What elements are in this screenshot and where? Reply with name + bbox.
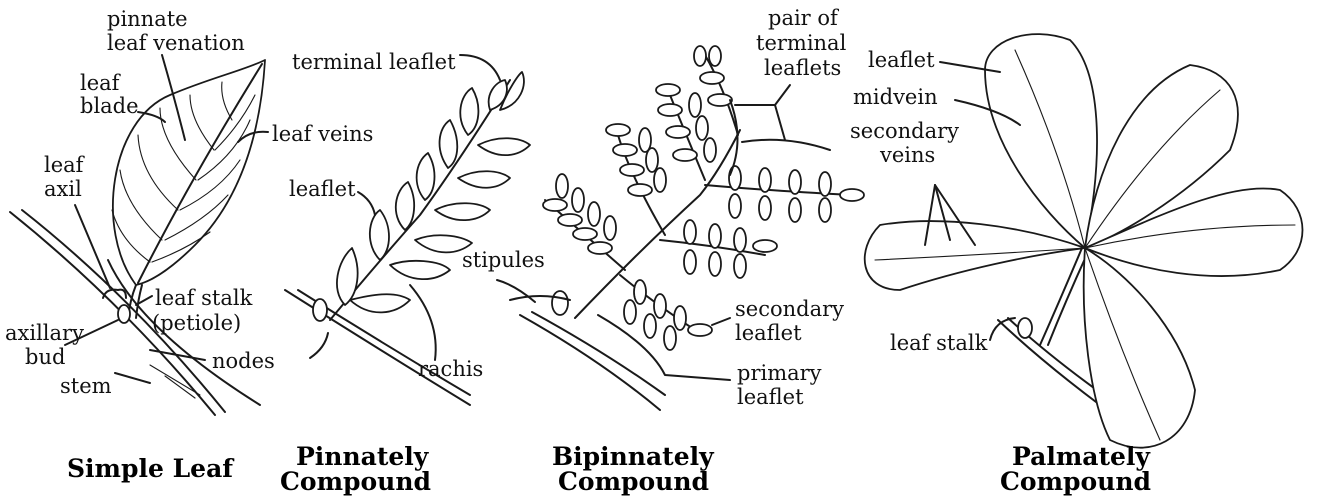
svg-text:pinnate: pinnate — [107, 7, 188, 31]
bipinnately-compound-illustration — [497, 46, 864, 410]
label-primary-leaflet: primary leaflet — [737, 361, 822, 409]
label-nodes: nodes — [212, 349, 275, 373]
title-simple-leaf: Simple Leaf — [67, 454, 235, 483]
label-secondary-veins: secondary veins — [850, 119, 959, 167]
svg-text:bud: bud — [25, 345, 65, 369]
label-leaf-stalk-petiole: leaf stalk (petiole) — [152, 286, 253, 335]
label-leaflet-palmate: leaflet — [868, 48, 935, 72]
svg-text:leaflet: leaflet — [737, 385, 804, 409]
svg-text:secondary: secondary — [735, 297, 844, 321]
svg-text:pair of: pair of — [768, 6, 840, 30]
label-axillary-bud: axillary bud — [5, 321, 84, 369]
svg-text:leaf: leaf — [44, 153, 86, 177]
svg-text:leaf venation: leaf venation — [107, 31, 245, 55]
svg-text:Compound: Compound — [558, 467, 709, 496]
title-pinnately-compound: Pinnately Compound — [280, 442, 431, 496]
svg-text:Compound: Compound — [280, 467, 431, 496]
svg-text:terminal: terminal — [756, 31, 847, 55]
label-stipules: stipules — [462, 248, 545, 272]
label-midvein: midvein — [853, 85, 938, 109]
svg-text:leaflet: leaflet — [735, 321, 802, 345]
label-pair-terminal-leaflets: pair of terminal leaflets — [756, 6, 847, 80]
label-leaf-veins: leaf veins — [272, 122, 373, 146]
label-leaf-axil: leaf axil — [44, 153, 86, 201]
label-leaf-blade: leaf blade — [80, 71, 139, 118]
label-leaflet-pinnate: leaflet — [289, 177, 356, 201]
svg-text:leaf: leaf — [80, 71, 122, 95]
svg-text:axillary: axillary — [5, 321, 84, 345]
svg-text:primary: primary — [737, 361, 822, 385]
svg-text:leaflets: leaflets — [764, 56, 841, 80]
svg-text:blade: blade — [80, 94, 139, 118]
svg-text:(petiole): (petiole) — [152, 311, 241, 335]
label-stem: stem — [60, 374, 112, 398]
title-bipinnately-compound: Bipinnately Compound — [552, 442, 715, 496]
label-secondary-leaflet: secondary leaflet — [735, 297, 844, 345]
pinnately-compound-illustration — [285, 55, 530, 405]
label-leaf-stalk-palmate: leaf stalk — [890, 331, 988, 355]
svg-text:axil: axil — [44, 177, 82, 201]
svg-text:Compound: Compound — [1000, 467, 1151, 496]
svg-text:secondary: secondary — [850, 119, 959, 143]
title-palmately-compound: Palmately Compound — [1000, 442, 1151, 496]
svg-text:veins: veins — [879, 143, 935, 167]
label-pinnate-venation: pinnate leaf venation — [107, 7, 245, 55]
label-terminal-leaflet: terminal leaflet — [292, 50, 456, 74]
label-rachis: rachis — [418, 357, 483, 381]
svg-text:leaf stalk: leaf stalk — [155, 286, 253, 310]
